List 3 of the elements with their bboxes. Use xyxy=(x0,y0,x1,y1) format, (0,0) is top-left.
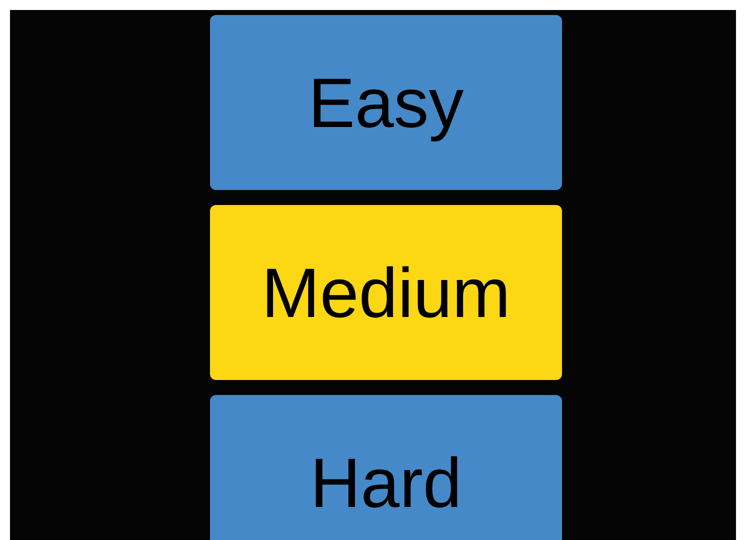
level-box: Medium xyxy=(210,205,562,380)
level-box: Hard xyxy=(210,395,562,540)
level-box: Easy xyxy=(210,15,562,190)
